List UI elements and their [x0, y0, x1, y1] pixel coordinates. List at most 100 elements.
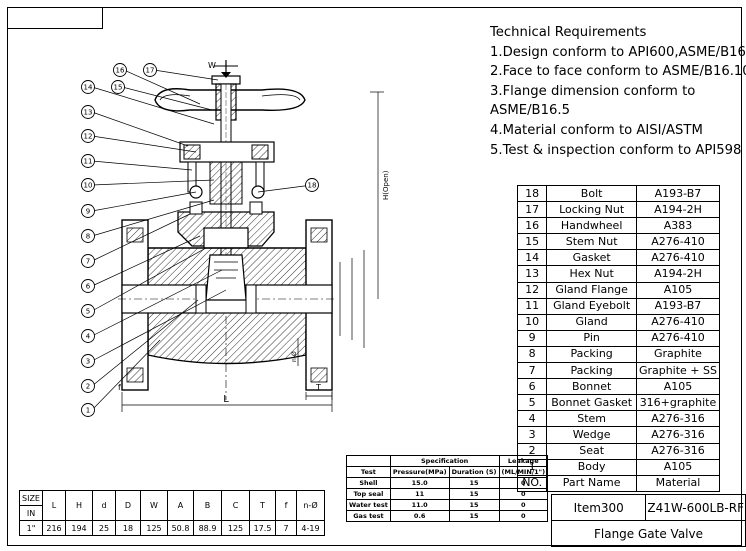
dim-value: 18 — [115, 520, 141, 536]
parts-material: A105 — [635, 378, 721, 396]
spec-head: Specification — [389, 455, 500, 467]
parts-material: A276-316 — [635, 410, 721, 428]
parts-material: A193-B7 — [635, 184, 721, 203]
parts-material: A276-410 — [635, 329, 721, 347]
parts-material: A276-410 — [635, 249, 721, 267]
parts-name: Gland — [546, 313, 637, 331]
parts-name: Hex Nut — [546, 265, 637, 283]
parts-name: Wedge — [546, 426, 637, 444]
callout-label: 6 — [86, 283, 91, 291]
parts-name: Gland Eyebolt — [546, 297, 637, 315]
callout-label: 16 — [116, 67, 125, 75]
callout-circle — [81, 80, 95, 94]
dim-header: f — [275, 490, 297, 521]
spec-leak: 0 — [498, 488, 549, 500]
dim-value: 216 — [42, 520, 66, 536]
callout-circle — [143, 63, 157, 77]
size-label: SIZE — [19, 490, 43, 506]
parts-name: Part Name — [546, 474, 637, 492]
col-test: Test — [346, 466, 391, 478]
callout-label: 2 — [86, 383, 90, 391]
dimension-lines — [121, 91, 384, 412]
spec-pressure: 11 — [389, 488, 450, 500]
spec-blank — [346, 455, 391, 467]
spec-duration: 15 — [448, 488, 500, 500]
requirement-item: 2.Face to face conform to ASME/B16.10 — [490, 64, 746, 80]
callout-label: 3 — [86, 358, 90, 366]
in-label: IN — [19, 505, 43, 521]
parts-no: 12 — [516, 281, 548, 299]
dim-header: d — [92, 490, 116, 521]
callout-circle — [81, 329, 95, 343]
callout-leaders — [91, 69, 313, 411]
spec-duration: 15 — [448, 510, 500, 522]
spec-leak: 0 — [498, 477, 549, 489]
requirement-item: 1.Design conform to API600,ASME/B16.34 — [490, 44, 746, 60]
parts-no: 8 — [516, 345, 548, 364]
parts-material: A193-B7 — [635, 297, 721, 315]
parts-no: 7 — [516, 362, 548, 380]
requirements-title: Technical Requirements — [490, 25, 647, 40]
parts-no: 11 — [516, 297, 548, 315]
parts-no: 18 — [516, 184, 548, 203]
spec-test: Shell — [346, 477, 391, 489]
col-pressure: Pressure(MPa) — [389, 466, 450, 478]
dim-header: B — [193, 490, 222, 521]
callout-circle — [113, 63, 127, 77]
dim-header: n-Ø — [296, 490, 325, 521]
callout-label: 9 — [86, 208, 90, 216]
title-block: Item300 Z41W-600LB-RF Flange Gate Valve — [550, 494, 746, 547]
parts-no: 6 — [516, 378, 548, 396]
parts-material: Graphite — [635, 345, 721, 364]
parts-name: Bonnet Gasket — [546, 394, 637, 412]
spec-pressure: 0.6 — [389, 510, 450, 522]
dim-label-H: H(Open) — [382, 170, 390, 200]
spec-leak: 0 — [498, 499, 549, 511]
parts-material: Material — [635, 474, 721, 492]
parts-material: 316+graphite — [635, 394, 721, 412]
parts-no: 16 — [516, 217, 548, 235]
callout-circle — [81, 354, 95, 368]
parts-material: A276-410 — [635, 233, 721, 251]
callout-label: 8 — [86, 233, 90, 241]
callout-label: 10 — [84, 182, 93, 190]
parts-no: 13 — [516, 265, 548, 283]
callout-circle — [81, 204, 95, 218]
col-leak: (ML/MIN/1") — [498, 466, 549, 478]
dim-header: C — [221, 490, 250, 521]
test-spec-table: Specification Leakage Test Pressure(MPa)… — [346, 455, 549, 522]
callout-label: 14 — [84, 84, 93, 92]
requirement-item: ASME/B16.5 — [490, 103, 570, 119]
item-number: Item300 — [550, 494, 647, 521]
parts-no: 15 — [516, 233, 548, 251]
requirement-item: 5.Test & inspection conform to API598 — [490, 142, 742, 158]
dim-value: 4-19 — [296, 520, 325, 536]
callout-circle — [81, 105, 95, 119]
spec-pressure: 15.0 — [389, 477, 450, 489]
parts-name: Locking Nut — [546, 201, 637, 219]
parts-material: A105 — [635, 458, 721, 476]
callout-label: 13 — [84, 109, 93, 117]
dim-value: 194 — [65, 520, 93, 536]
parts-name: Gland Flange — [546, 281, 637, 299]
gland-flange — [179, 141, 275, 205]
parts-name: Handwheel — [546, 217, 637, 235]
dim-label-W: W — [208, 61, 216, 70]
dim-value: 17.5 — [249, 520, 276, 536]
parts-material: A383 — [635, 217, 721, 235]
parts-name: Stem Nut — [546, 233, 637, 251]
dim-label-L: L — [223, 394, 229, 405]
parts-no: 10 — [516, 313, 548, 331]
parts-no: 3 — [516, 426, 548, 444]
product-name: Flange Gate Valve — [551, 520, 746, 547]
drawing-frame — [7, 7, 742, 546]
